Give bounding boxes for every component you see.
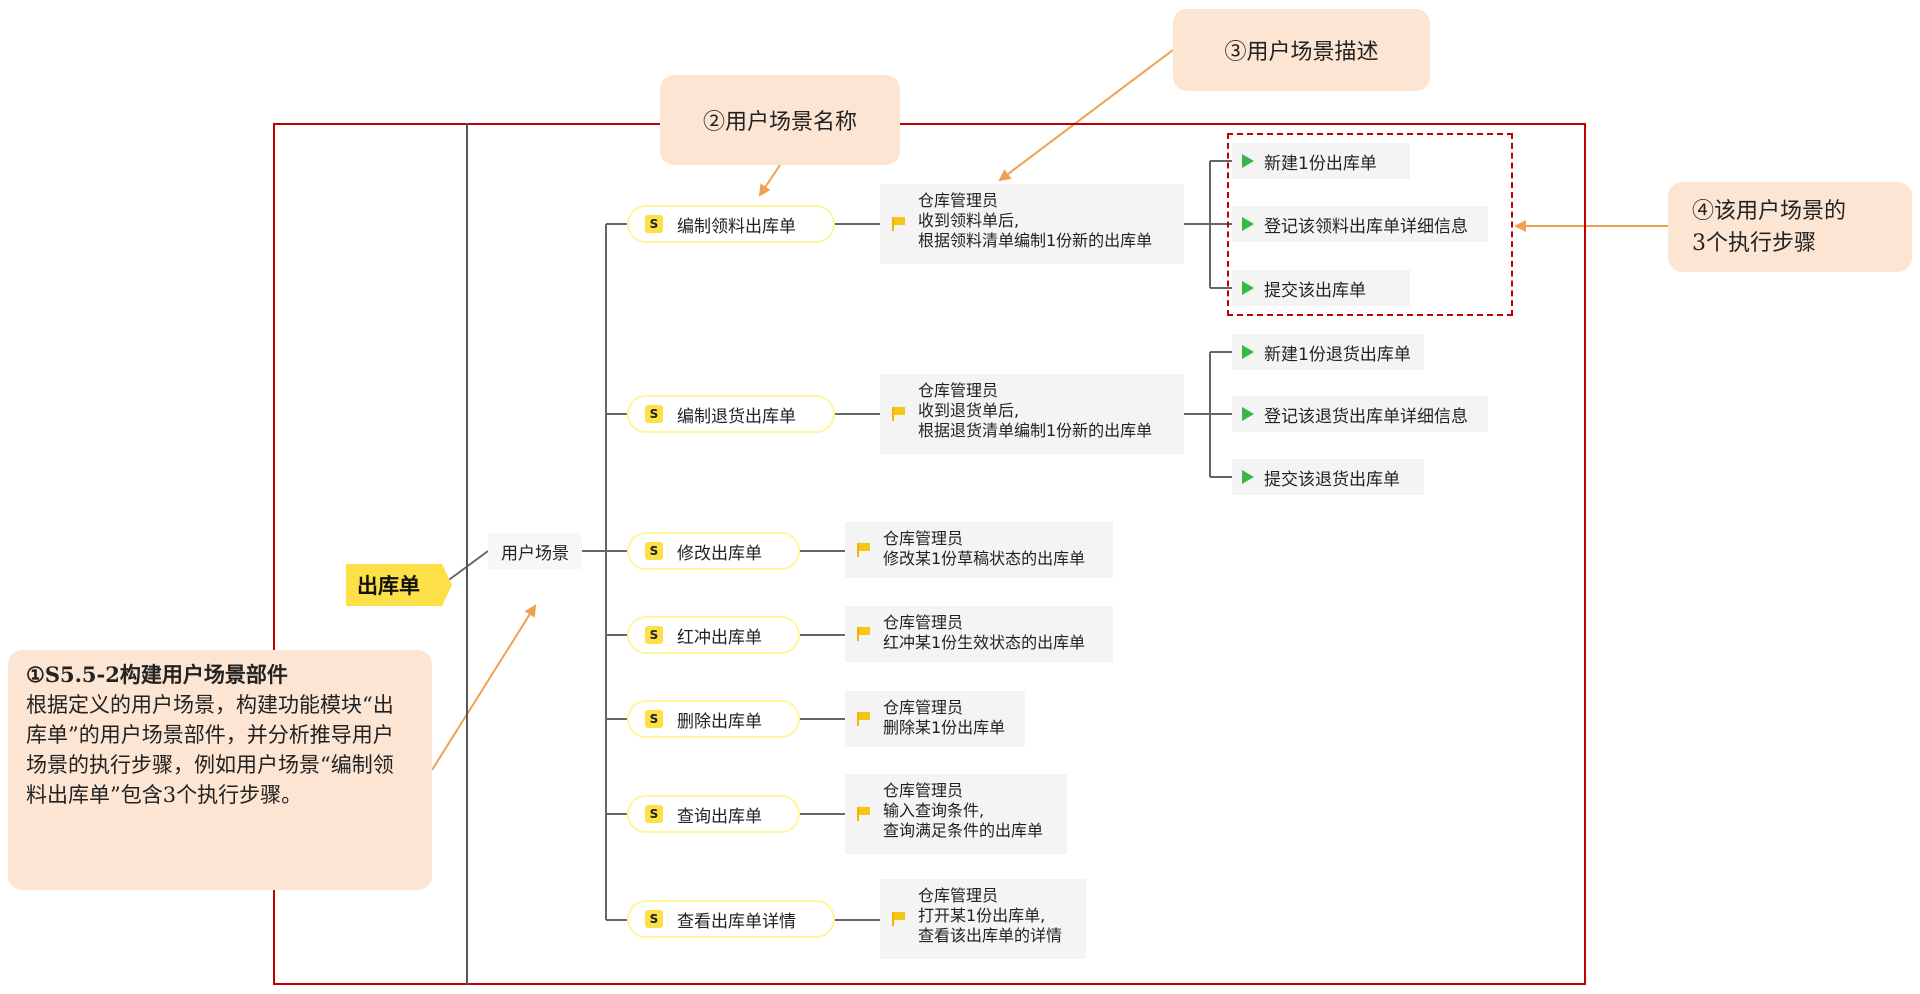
flag-icon	[892, 912, 906, 926]
flag-icon	[857, 807, 871, 821]
description-line: 根据领料清单编制1份新的出库单	[918, 231, 1153, 250]
spine-line	[466, 123, 468, 985]
callout-line: 3个执行步骤	[1692, 231, 1816, 256]
arrow-callout-build	[431, 604, 537, 771]
scenario-node[interactable]: S 编制退货出库单	[627, 395, 835, 433]
scenario-badge-icon: S	[645, 710, 663, 728]
scenario-description[interactable]: 仓库管理员 删除某1份出库单	[845, 691, 1025, 747]
actor-label: 仓库管理员	[883, 529, 964, 548]
step-label: 新建1份退货出库单	[1264, 344, 1411, 365]
description-line: 查询满足条件的出库单	[883, 821, 1044, 840]
actor-label: 仓库管理员	[883, 698, 964, 717]
scenario-node[interactable]: S 查询出库单	[627, 795, 800, 833]
scenario-name: 编制领料出库单	[677, 216, 796, 237]
scenario-name: 修改出库单	[677, 543, 762, 564]
scenario-badge-icon: S	[645, 215, 663, 233]
scenario-badge-icon: S	[645, 405, 663, 423]
callout-scene-name: ②用户场景名称	[660, 75, 900, 165]
scenario-description[interactable]: 仓库管理员 收到领料单后, 根据领料清单编制1份新的出库单	[880, 184, 1184, 264]
callout-title: ①S5.5-2构建用户场景部件	[26, 662, 288, 687]
flag-icon	[892, 407, 906, 421]
actor-label: 仓库管理员	[883, 613, 964, 632]
scenario-badge-icon: S	[645, 910, 663, 928]
actor-label: 仓库管理员	[918, 191, 999, 210]
flag-icon	[857, 712, 871, 726]
scenario-badge-icon: S	[645, 626, 663, 644]
play-icon	[1242, 281, 1254, 295]
step-label: 提交该退货出库单	[1264, 469, 1400, 490]
root-node[interactable]: 出库单	[346, 564, 452, 606]
description-line: 收到领料单后,	[918, 211, 1020, 230]
description-line: 修改某1份草稿状态的出库单	[883, 549, 1086, 568]
scenario-name: 查询出库单	[677, 806, 762, 827]
execution-step[interactable]: 登记该退货出库单详细信息	[1232, 396, 1488, 432]
execution-step[interactable]: 新建1份退货出库单	[1232, 334, 1424, 370]
step-label: 提交该出库单	[1264, 280, 1366, 301]
execution-step[interactable]: 登记该领料出库单详细信息	[1232, 206, 1488, 242]
description-line: 删除某1份出库单	[883, 718, 1006, 737]
scenario-name: 红冲出库单	[677, 627, 762, 648]
description-line: 查看该出库单的详情	[918, 926, 1063, 945]
play-icon	[1242, 154, 1254, 168]
module-frame	[273, 123, 1586, 985]
callout-body: 根据定义的用户场景，构建功能模块“出库单”的用户场景部件，并分析推导用户场景的执…	[26, 693, 394, 807]
steps-highlight-box	[1227, 133, 1513, 316]
play-icon	[1242, 345, 1254, 359]
scenario-badge-icon: S	[645, 805, 663, 823]
description-line: 红冲某1份生效状态的出库单	[883, 633, 1086, 652]
description-line: 根据退货清单编制1份新的出库单	[918, 421, 1153, 440]
scenario-description[interactable]: 仓库管理员 修改某1份草稿状态的出库单	[845, 522, 1113, 578]
arrow-callout-description	[998, 49, 1174, 182]
actor-label: 仓库管理员	[918, 886, 999, 905]
step-label: 登记该退货出库单详细信息	[1264, 406, 1468, 427]
description-line: 输入查询条件,	[883, 801, 985, 820]
scenario-node[interactable]: S 编制领料出库单	[627, 205, 835, 243]
callout-execution-steps: ④该用户场景的 3个执行步骤	[1668, 182, 1912, 272]
flag-icon	[857, 627, 871, 641]
scenario-description[interactable]: 仓库管理员 打开某1份出库单, 查看该出库单的详情	[880, 879, 1086, 959]
scenario-badge-icon: S	[645, 542, 663, 560]
scenario-name: 查看出库单详情	[677, 911, 796, 932]
flag-icon	[892, 217, 906, 231]
play-icon	[1242, 470, 1254, 484]
scenario-node[interactable]: S 修改出库单	[627, 532, 800, 570]
scenario-node[interactable]: S 查看出库单详情	[627, 900, 835, 938]
scenario-node[interactable]: S 红冲出库单	[627, 616, 800, 654]
play-icon	[1242, 407, 1254, 421]
callout-build-scene-parts: ①S5.5-2构建用户场景部件 根据定义的用户场景，构建功能模块“出库单”的用户…	[8, 650, 432, 890]
actor-label: 仓库管理员	[883, 781, 964, 800]
execution-step[interactable]: 提交该退货出库单	[1232, 459, 1424, 495]
step-label: 登记该领料出库单详细信息	[1264, 216, 1468, 237]
description-line: 收到退货单后,	[918, 401, 1020, 420]
arrow-callout-name	[758, 164, 781, 197]
scenario-description[interactable]: 仓库管理员 收到退货单后, 根据退货清单编制1份新的出库单	[880, 374, 1184, 454]
scenario-description[interactable]: 仓库管理员 红冲某1份生效状态的出库单	[845, 606, 1113, 662]
scenario-node[interactable]: S 删除出库单	[627, 700, 800, 738]
scenario-name: 编制退货出库单	[677, 406, 796, 427]
execution-step[interactable]: 新建1份出库单	[1232, 143, 1410, 179]
description-line: 打开某1份出库单,	[918, 906, 1046, 925]
execution-step[interactable]: 提交该出库单	[1232, 270, 1410, 306]
scenario-description[interactable]: 仓库管理员 输入查询条件, 查询满足条件的出库单	[845, 774, 1067, 854]
category-node[interactable]: 用户场景	[488, 533, 582, 569]
step-label: 新建1份出库单	[1264, 153, 1377, 174]
play-icon	[1242, 217, 1254, 231]
callout-scene-description: ③用户场景描述	[1173, 9, 1430, 91]
scenario-name: 删除出库单	[677, 711, 762, 732]
actor-label: 仓库管理员	[918, 381, 999, 400]
callout-line: ④该用户场景的	[1692, 199, 1847, 224]
flag-icon	[857, 543, 871, 557]
